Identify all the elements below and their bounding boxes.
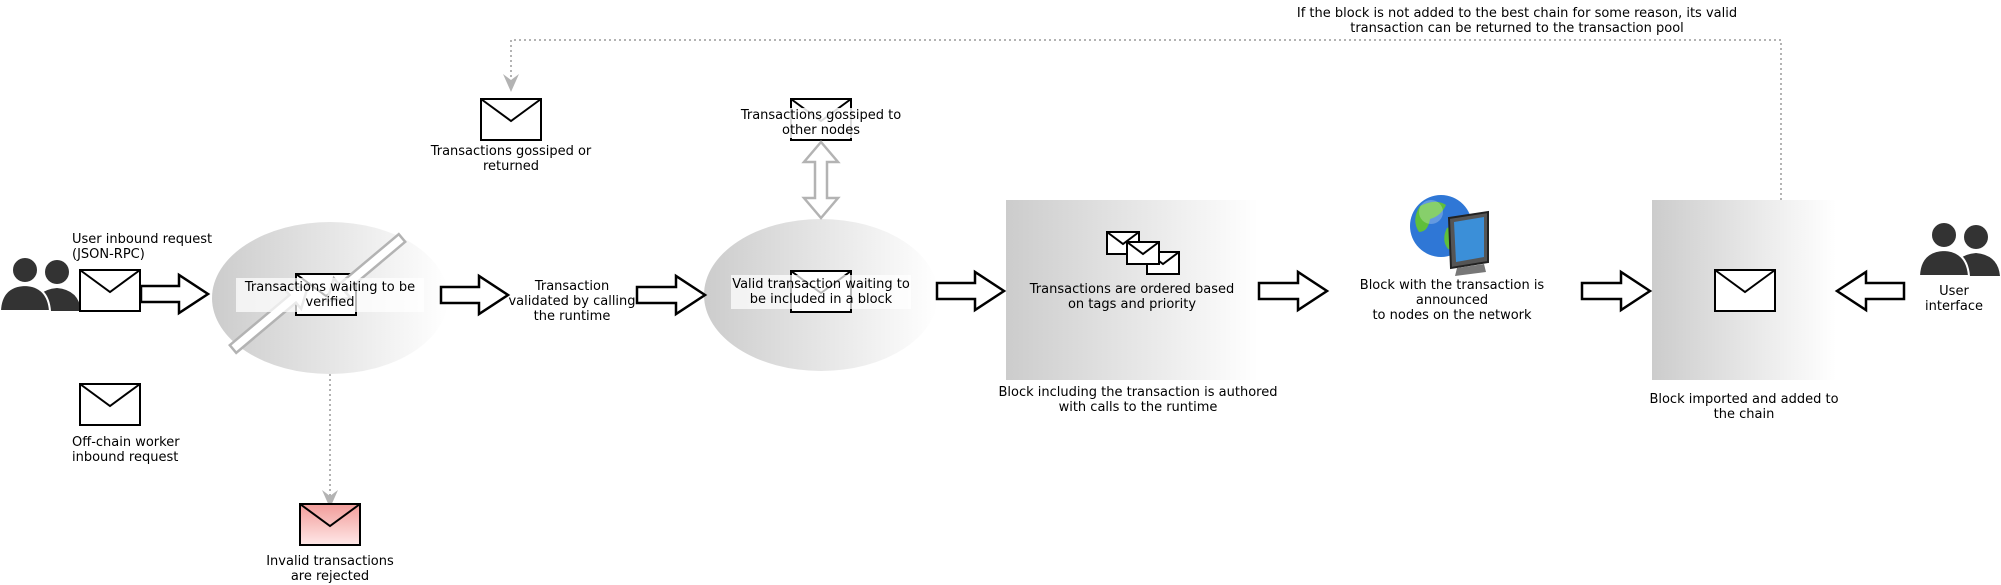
flow-arrow xyxy=(1580,269,1653,313)
block-authoring-shape xyxy=(1006,200,1258,380)
flow-arrow xyxy=(1834,269,1906,313)
waiting-verified-label: Transactions waiting to be verified xyxy=(236,278,424,312)
block-authored-label: Block including the transaction is autho… xyxy=(998,385,1278,415)
envelope-icon xyxy=(480,98,542,141)
offchain-worker-label: Off-chain worker inbound request xyxy=(72,435,180,465)
flow-arrow xyxy=(439,273,511,317)
returned-to-pool-connector xyxy=(503,39,1782,200)
valid-waiting-block-label: Valid transaction waiting to be included… xyxy=(731,275,911,309)
user-inbound-label: User inbound request (JSON-RPC) xyxy=(72,232,213,262)
flow-arrow xyxy=(935,269,1007,313)
invalid-rejected-label: Invalid transactions are rejected xyxy=(266,554,394,584)
envelope-icon xyxy=(79,269,141,312)
block-announced-label: Block with the transaction is announced … xyxy=(1359,278,1545,323)
globe-computer-icon xyxy=(1410,195,1489,276)
validated-runtime-label: Transaction validated by calling the run… xyxy=(508,279,636,324)
gossiped-other-nodes-label: Transactions gossiped to other nodes xyxy=(731,108,911,138)
users-icon xyxy=(0,256,81,312)
flow-arrow xyxy=(635,273,708,317)
envelopes-icon xyxy=(1106,231,1180,275)
rejected-envelope-icon xyxy=(299,503,361,546)
gossiped-or-returned-label: Transactions gossiped or returned xyxy=(430,144,592,174)
returned-to-pool-label: If the block is not added to the best ch… xyxy=(1287,6,1747,36)
envelope-icon xyxy=(1714,269,1776,312)
gossip-bidirectional-arrow xyxy=(801,140,841,220)
flow-arrow xyxy=(1257,269,1330,313)
block-imported-label: Block imported and added to the chain xyxy=(1649,392,1839,422)
flow-arrow xyxy=(139,272,211,316)
user-interface-label: User interface xyxy=(1925,284,1983,314)
envelope-icon xyxy=(79,383,141,426)
users-icon xyxy=(1917,221,2000,277)
ordered-tags-priority-label: Transactions are ordered based on tags a… xyxy=(1029,282,1235,312)
